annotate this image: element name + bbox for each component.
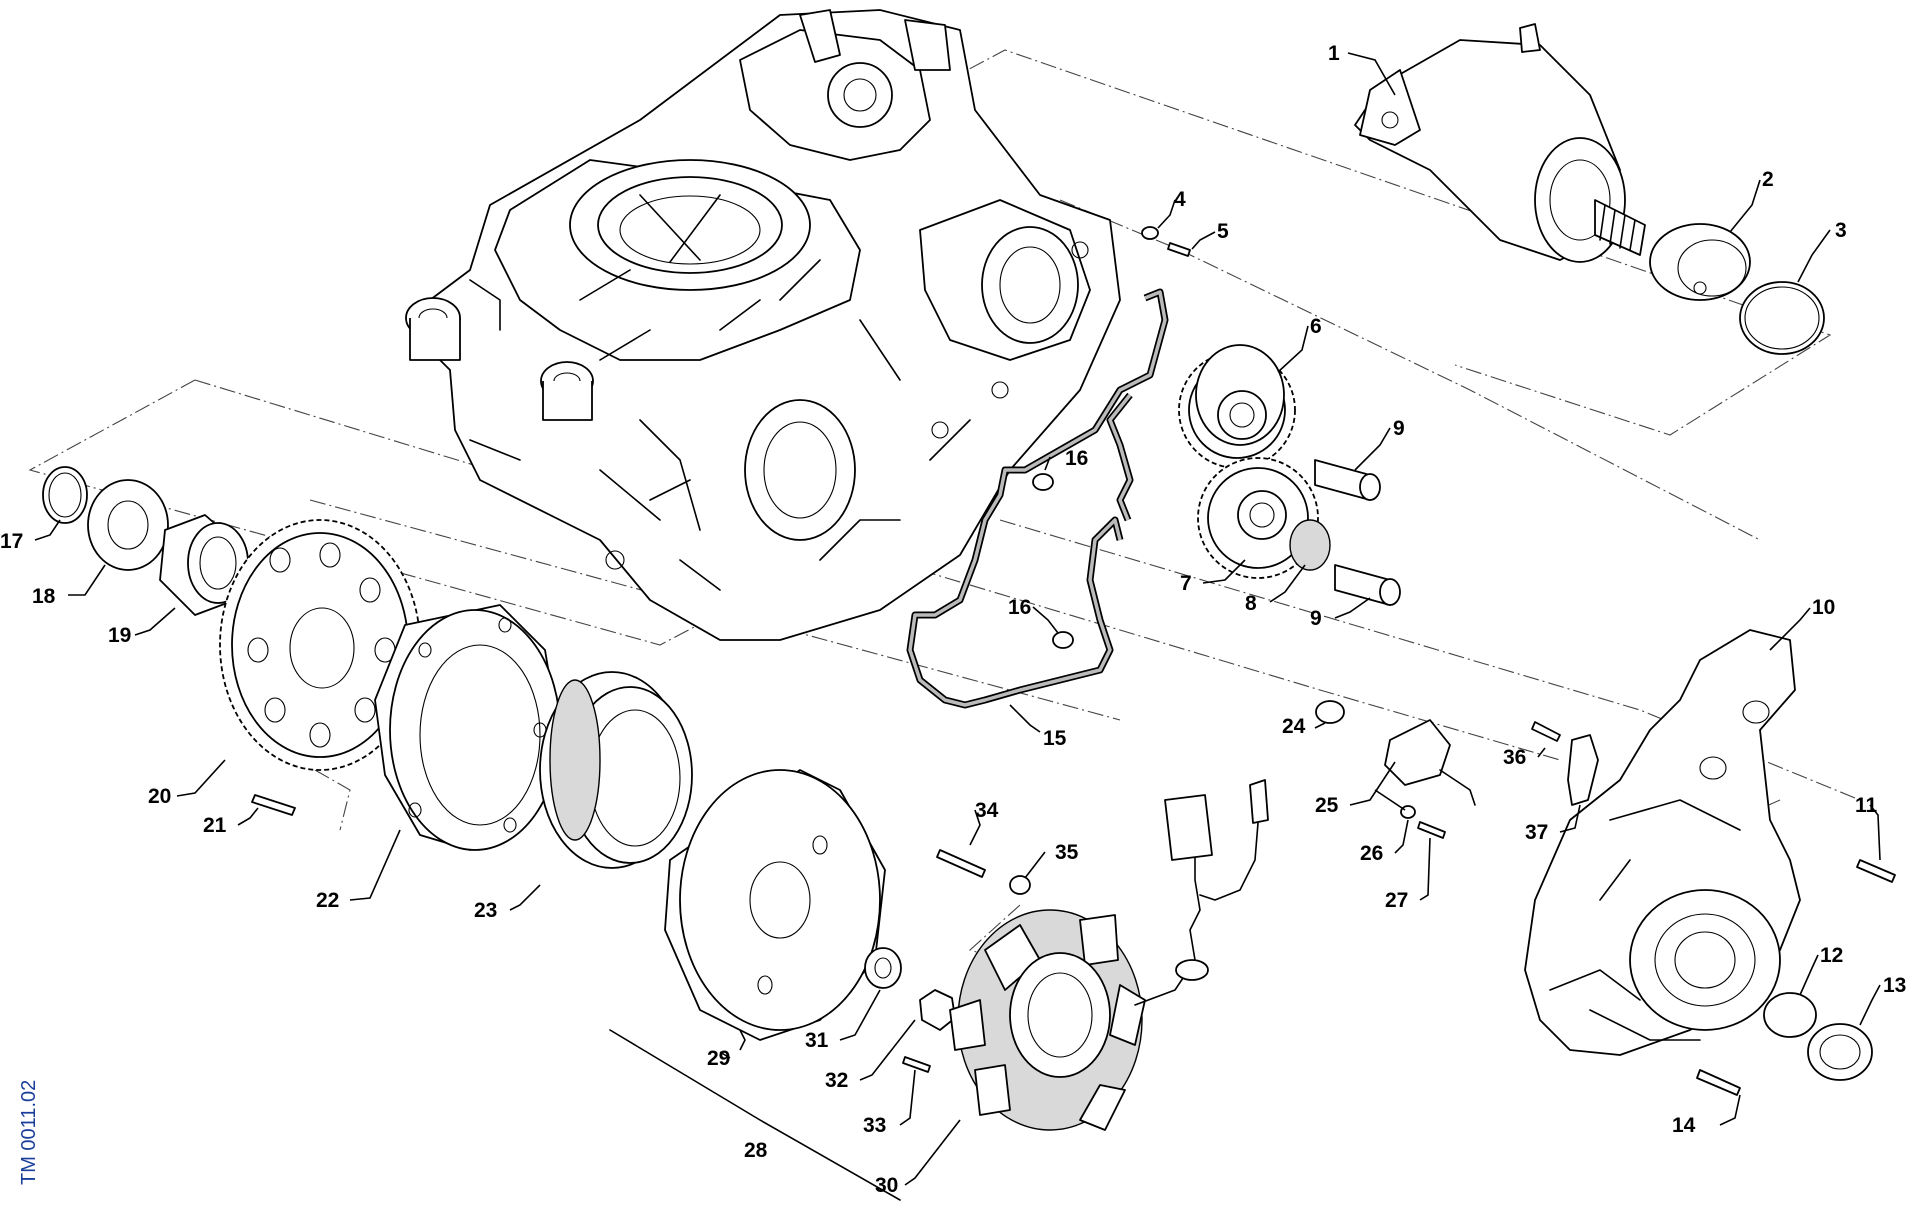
callout-18: 18 [32,585,56,608]
callout-35: 35 [1055,841,1079,864]
clip-37 [1567,734,1599,806]
callout-labels: 1 2 3 4 5 6 7 8 9 9 10 11 12 13 14 15 16… [0,42,1906,1197]
callout-15: 15 [1043,727,1067,750]
callout-13: 13 [1883,974,1906,997]
callout-6: 6 [1310,315,1322,338]
assembly-bracket-28 [609,1029,901,1201]
callout-16a: 16 [1065,447,1088,470]
leader-lines [34,52,1881,1186]
washer-31 [864,947,902,989]
washer-35 [1009,875,1031,895]
callout-23: 23 [474,899,497,922]
flywheel-hub [374,604,561,851]
callout-5: 5 [1217,220,1229,243]
screw-21 [251,794,296,816]
callout-9b: 9 [1310,607,1322,630]
screw-34 [936,849,986,878]
callout-24: 24 [1282,715,1306,738]
callout-3: 3 [1835,219,1847,242]
callout-20: 20 [148,785,171,808]
callout-30: 30 [875,1174,898,1197]
screw-27 [1417,821,1446,839]
gear-idler [1197,457,1319,579]
needle-bearing [1289,519,1331,571]
ring-gear [219,519,421,771]
callout-32: 32 [825,1069,848,1092]
callout-28: 28 [744,1139,768,1162]
callout-21: 21 [203,814,227,837]
callout-22: 22 [316,889,339,912]
plug-13 [1807,1023,1873,1081]
callout-14: 14 [1672,1114,1696,1137]
engine-crankcase [405,9,1121,641]
dowel-pin-lower [1052,631,1074,649]
dowel-pin-upper [1032,473,1054,491]
circlip [42,466,88,524]
callout-37: 37 [1525,821,1548,844]
callout-7: 7 [1180,572,1192,595]
callout-10: 10 [1812,596,1835,619]
screw-11 [1856,859,1896,883]
stator [949,909,1146,1131]
callout-4: 4 [1174,188,1186,211]
key-33 [902,1056,931,1073]
flywheel-rotor [664,769,886,1041]
callout-29: 29 [707,1047,730,1070]
spacer-24 [1315,700,1345,724]
callout-2: 2 [1762,168,1774,191]
callout-9a: 9 [1393,417,1405,440]
callout-25: 25 [1315,794,1339,817]
callout-36: 36 [1503,746,1526,769]
callout-1: 1 [1328,42,1340,65]
document-code: TM 0011.02 [18,1080,40,1185]
freewheel-clutch [539,671,693,869]
callout-12: 12 [1820,944,1843,967]
callout-19: 19 [108,624,131,647]
retaining-plate [87,479,169,571]
callout-17: 17 [0,530,23,553]
stator-wiring [1134,779,1269,1006]
callout-16b: 16 [1008,596,1031,619]
callout-31: 31 [805,1029,829,1052]
starter-motor [1354,23,1646,263]
callout-34: 34 [975,799,999,822]
o-ring-12 [1763,992,1817,1038]
callout-33: 33 [863,1114,886,1137]
callout-26: 26 [1360,842,1383,865]
pickup-sensor [1384,719,1476,806]
gear-double [1178,344,1296,469]
washer-4 [1141,226,1159,240]
cover-gasket [906,288,1169,709]
bushing [1649,223,1751,301]
side-cover [1524,629,1801,1056]
callout-27: 27 [1385,889,1408,912]
screw-5 [1167,242,1191,257]
callout-8: 8 [1245,592,1257,615]
o-ring [1739,281,1825,355]
screw-36 [1531,721,1561,742]
callout-11: 11 [1855,794,1878,817]
screw-14 [1696,1069,1741,1096]
